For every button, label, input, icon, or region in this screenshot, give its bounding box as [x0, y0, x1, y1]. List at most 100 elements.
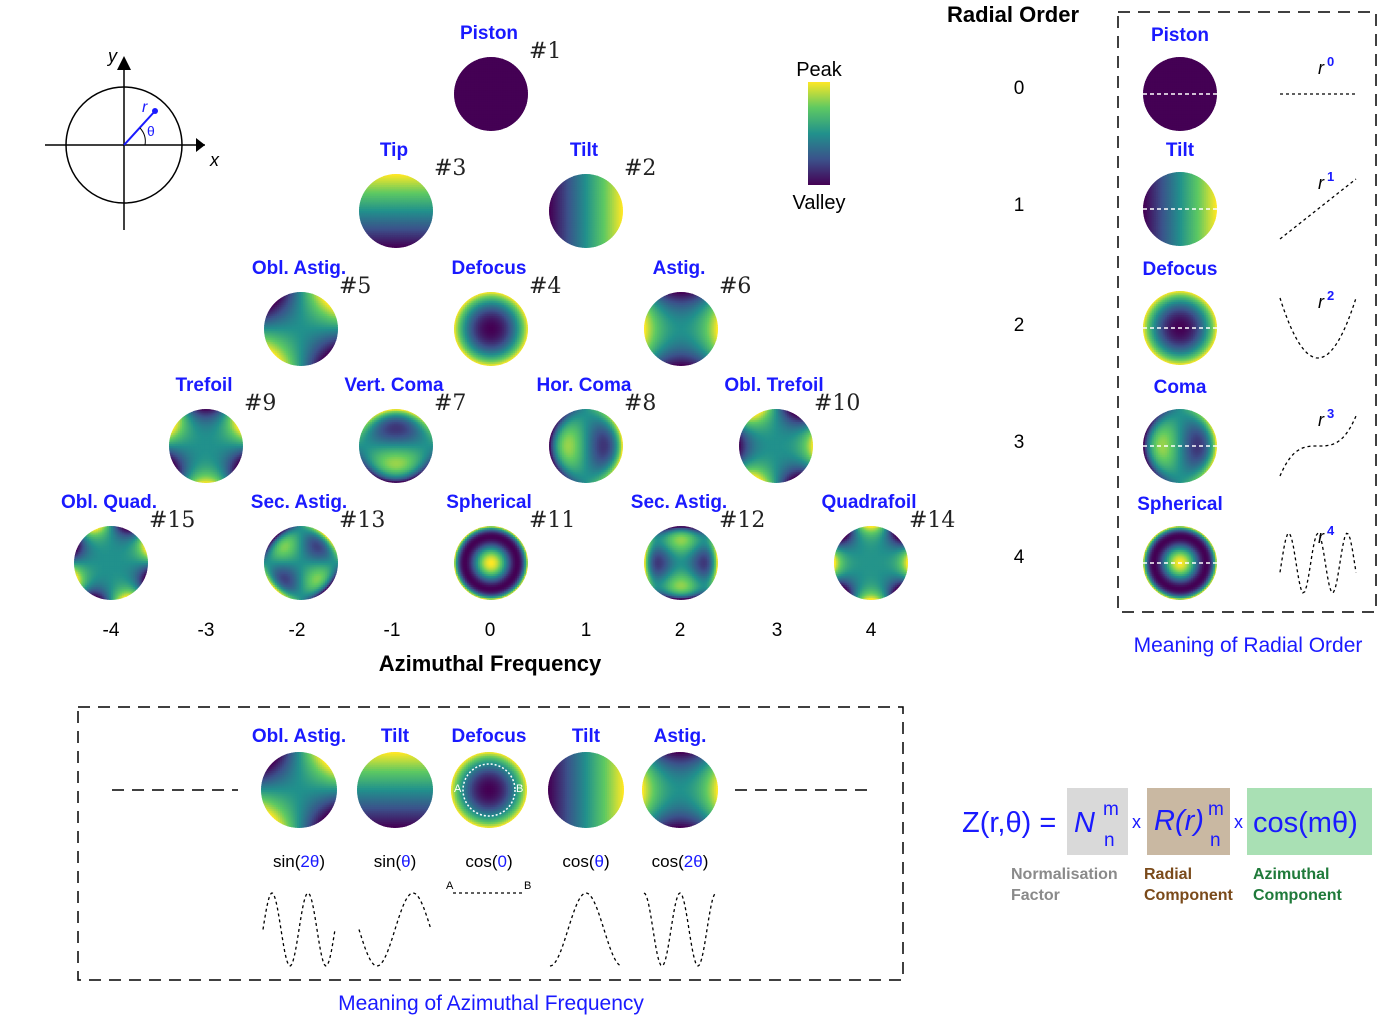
azimuthal-item-obl-astig-0-function: sin(2θ)	[273, 852, 325, 871]
mode-trefoil-9-number: #9	[244, 391, 276, 416]
radial-caption-2: Component	[1144, 887, 1234, 904]
mode-trefoil-9-label: Trefoil	[175, 375, 232, 396]
mode-obl-quad-15-disk	[74, 526, 148, 600]
mode-obl-quad-15-label: Obl. Quad.	[61, 492, 157, 513]
azimuthal-item-tilt-3-curve	[549, 892, 623, 967]
mode-spherical-11-disk	[454, 526, 528, 600]
azimuthal-item-defocus-2-function: cos(0)	[465, 852, 512, 871]
mode-piston-1-number: #1	[529, 39, 561, 64]
formula-times-2: x	[1234, 812, 1243, 832]
radial-row-spherical-exponent: 4	[1327, 523, 1335, 538]
azimuthal-frequency-title: Azimuthal Frequency	[379, 651, 602, 676]
azimuthal-tick: 4	[866, 620, 877, 641]
mode-tip-3-label: Tip	[380, 140, 408, 161]
formula-lhs: Z(r,θ) =	[962, 807, 1056, 839]
mode-spherical-11-number: #11	[529, 508, 575, 533]
formula-radial-sub: n	[1210, 830, 1221, 851]
azimuthal-tick: -1	[384, 620, 401, 641]
x-axis-label: x	[209, 150, 220, 170]
azimuthal-panel-caption: Meaning of Azimuthal Frequency	[338, 992, 644, 1015]
mode-obl-astig-5-disk	[264, 292, 338, 366]
formula-radial-sup: m	[1208, 799, 1224, 820]
radial-tick: 2	[1014, 315, 1025, 336]
formula-times-1: x	[1132, 812, 1141, 832]
colorbar: Peak Valley	[793, 59, 846, 214]
mode-obl-astig-5-label: Obl. Astig.	[252, 258, 346, 279]
azimuthal-item-tilt-3-label: Tilt	[572, 726, 601, 747]
azimuthal-tick: -3	[198, 620, 215, 641]
radial-row-coma-label: Coma	[1154, 377, 1207, 398]
radial-order-title: Radial Order	[947, 2, 1079, 27]
radial-row-piston-power: r	[1318, 58, 1325, 78]
coordinate-diagram: y x r θ	[45, 46, 220, 230]
radial-row-tilt-disk	[1143, 172, 1217, 246]
radial-row-tilt-curve	[1279, 178, 1357, 240]
formula-norm-sup: m	[1103, 799, 1119, 820]
mode-astig-6-number: #6	[719, 274, 751, 299]
radial-panel-frame	[1117, 11, 1377, 613]
mode-defocus-4-number: #4	[529, 274, 561, 299]
azimuthal-tick: 0	[485, 620, 496, 641]
mode-hor-coma-8-disk	[549, 409, 623, 483]
formula-norm-sub: n	[1104, 830, 1115, 851]
radial-row-coma-exponent: 3	[1327, 406, 1334, 421]
radial-caption-1: Radial	[1144, 866, 1192, 883]
formula-radial: R(r)	[1154, 805, 1204, 837]
radial-tick: 3	[1014, 432, 1025, 453]
formula-azimuthal: cos(mθ)	[1253, 807, 1358, 839]
norm-caption-1: Normalisation	[1011, 866, 1118, 883]
radial-row-coma-curve	[1279, 415, 1357, 477]
point-a-label: A	[454, 783, 462, 795]
mode-defocus-4-label: Defocus	[452, 258, 527, 279]
azimuthal-item-tilt-1-disk	[357, 752, 433, 828]
azimuthal-caption-2: Component	[1253, 887, 1343, 904]
azimuthal-item-defocus-2-label: Defocus	[452, 726, 527, 747]
azimuthal-caption-1: Azimuthal	[1253, 866, 1329, 883]
mode-tip-3-number: #3	[434, 156, 466, 181]
mode-tilt-2-number: #2	[624, 156, 656, 181]
mode-hor-coma-8-number: #8	[624, 391, 656, 416]
radial-row-spherical-curve	[1279, 531, 1357, 594]
radial-row-tilt-power: r	[1318, 173, 1325, 193]
radial-row-piston-label: Piston	[1151, 25, 1209, 46]
norm-caption-2: Factor	[1011, 887, 1060, 904]
radial-row-piston-exponent: 0	[1327, 54, 1334, 69]
azimuthal-component-box	[1247, 788, 1372, 855]
azimuthal-tick: 3	[772, 620, 783, 641]
mode-vert-coma-7-number: #7	[434, 391, 466, 416]
radial-row-tilt-exponent: 1	[1327, 169, 1334, 184]
radial-row-tilt-label: Tilt	[1166, 140, 1195, 161]
point-b-label: B	[516, 783, 523, 795]
radial-row-spherical-label: Spherical	[1137, 494, 1223, 515]
radial-tick: 1	[1014, 195, 1025, 216]
colorbar-valley-label: Valley	[793, 192, 846, 214]
azimuthal-tick: -4	[103, 620, 120, 641]
azimuthal-item-obl-astig-0-label: Obl. Astig.	[252, 726, 346, 747]
azimuthal-item-obl-astig-0-disk	[261, 752, 337, 828]
radial-tick: 0	[1014, 78, 1025, 99]
mode-obl-astig-5-number: #5	[339, 274, 371, 299]
y-axis-label: y	[106, 46, 118, 66]
mode-sec-astig-12-disk	[644, 526, 718, 600]
norm-factor-box	[1067, 788, 1128, 855]
zernike-formula: Z(r,θ) = N m n x R(r) m n x cos(mθ) Norm…	[962, 788, 1372, 904]
mode-tip-3-disk	[359, 174, 433, 248]
mode-vert-coma-7-label: Vert. Coma	[344, 375, 444, 396]
mode-quadrafoil-14-number: #14	[909, 508, 955, 533]
mode-quadrafoil-14-label: Quadrafoil	[821, 492, 916, 513]
azimuthal-item-tilt-1-curve	[358, 892, 432, 967]
azimuthal-item-tilt-3-function: cos(θ)	[562, 852, 609, 871]
mode-tilt-2-label: Tilt	[570, 140, 599, 161]
mode-obl-trefoil-10-number: #10	[814, 391, 860, 416]
mode-quadrafoil-14-disk	[834, 526, 908, 600]
mode-piston-1-label: Piston	[460, 23, 518, 44]
mode-sec-astig-12-number: #12	[719, 508, 765, 533]
theta-label: θ	[147, 123, 155, 139]
azimuthal-item-tilt-1-label: Tilt	[381, 726, 410, 747]
mode-astig-6-disk	[644, 292, 718, 366]
mode-sec-astig-12-label: Sec. Astig.	[631, 492, 727, 513]
